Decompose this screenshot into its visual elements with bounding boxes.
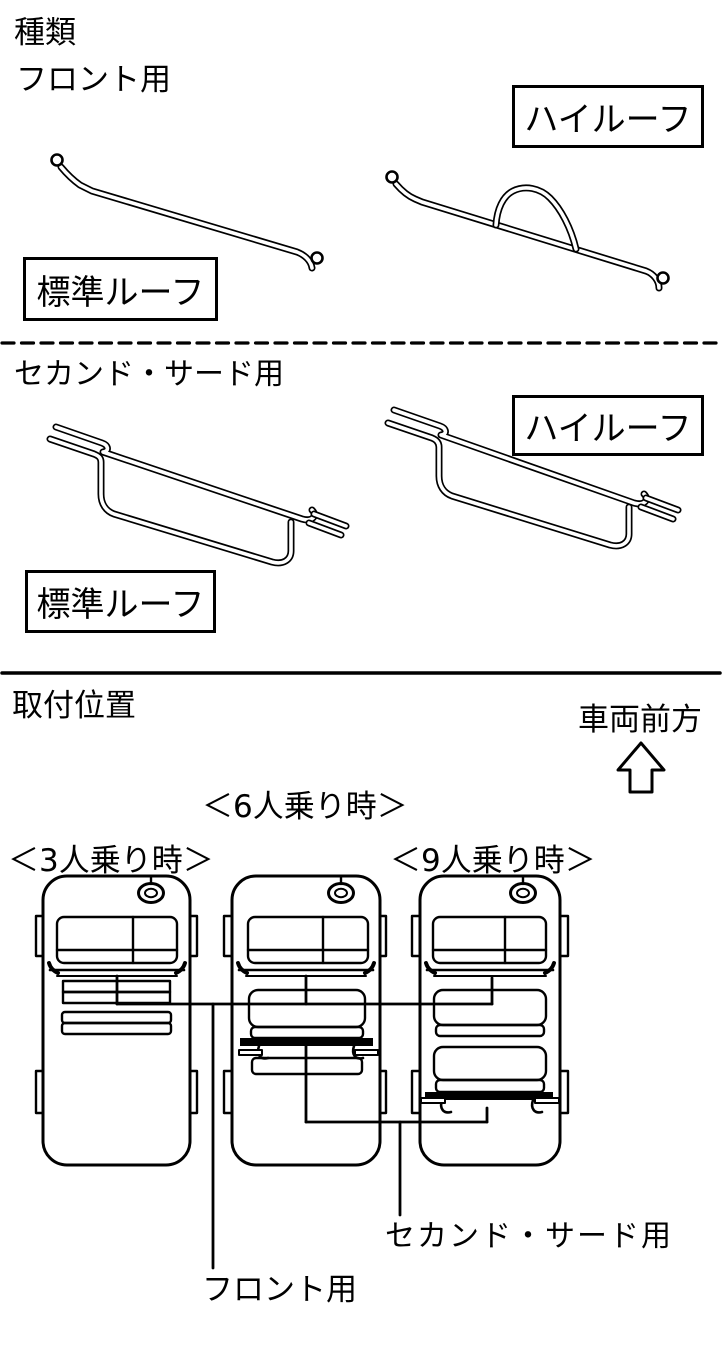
leader-label-front: フロント用	[202, 1272, 357, 1308]
second-third-grip-leader-line	[304, 1044, 489, 1217]
third-grip-bar-highlight	[425, 1092, 553, 1100]
front-standard-roof-bar-drawing	[50, 153, 324, 272]
caption-nine-seater: ＜9人乗り時＞	[390, 843, 596, 879]
caption-three-seater: ＜3人乗り時＞	[8, 843, 214, 879]
vehicle-front-label: 車両前方	[578, 702, 702, 738]
caption-six-seater: ＜6人乗り時＞	[202, 789, 408, 825]
bar-end-eyelet-icon	[50, 153, 64, 167]
vehicle-6-seater-diagram	[222, 874, 388, 1167]
steering-wheel-icon	[327, 882, 355, 904]
vehicle-body-outline	[41, 874, 192, 1167]
bar-end-eyelet-icon	[656, 271, 670, 285]
second-third-section-label: セカンド・サード用	[14, 357, 284, 392]
front-high-roof-bar-drawing	[385, 170, 670, 292]
front-bench-seat	[246, 915, 370, 965]
leader-label-second-third: セカンド・サード用	[385, 1219, 673, 1254]
front-grip-leader-line	[115, 974, 494, 1270]
second-third-standard-roof-bar-drawing	[46, 423, 350, 567]
vehicle-3-seater-diagram	[34, 874, 199, 1167]
front-high-roof-tag: ハイルーフ	[512, 85, 704, 148]
front-bench-seat	[55, 915, 179, 965]
vehicle-9-seater-diagram	[410, 874, 570, 1167]
front-section-label: フロント用	[16, 62, 171, 98]
mounting-heading: 取付位置	[12, 688, 136, 724]
vehicle-front-arrow-icon	[616, 741, 666, 794]
bar-end-eyelet-icon	[385, 170, 399, 184]
bar-end-eyelet-icon	[310, 251, 324, 265]
front-standard-roof-tag: 標準ルーフ	[23, 257, 218, 321]
second-third-high-roof-bar-drawing	[384, 406, 682, 550]
second-third-high-roof-tag-label: ハイルーフ	[524, 409, 692, 449]
second-third-standard-roof-tag: 標準ルーフ	[25, 570, 216, 633]
vehicle-body-outline	[230, 874, 382, 1167]
front-high-roof-tag-label: ハイルーフ	[524, 100, 692, 140]
types-heading: 種類	[14, 15, 76, 51]
second-grip-bar-highlight	[240, 1038, 373, 1046]
front-bench-seat	[431, 915, 548, 965]
second-third-standard-roof-tag-label: 標準ルーフ	[36, 585, 205, 625]
front-standard-roof-tag-label: 標準ルーフ	[36, 272, 205, 313]
second-third-high-roof-tag: ハイルーフ	[512, 395, 704, 456]
steering-wheel-icon	[509, 882, 537, 904]
grip-hook-icon	[530, 1098, 544, 1114]
steering-wheel-icon	[137, 882, 165, 904]
